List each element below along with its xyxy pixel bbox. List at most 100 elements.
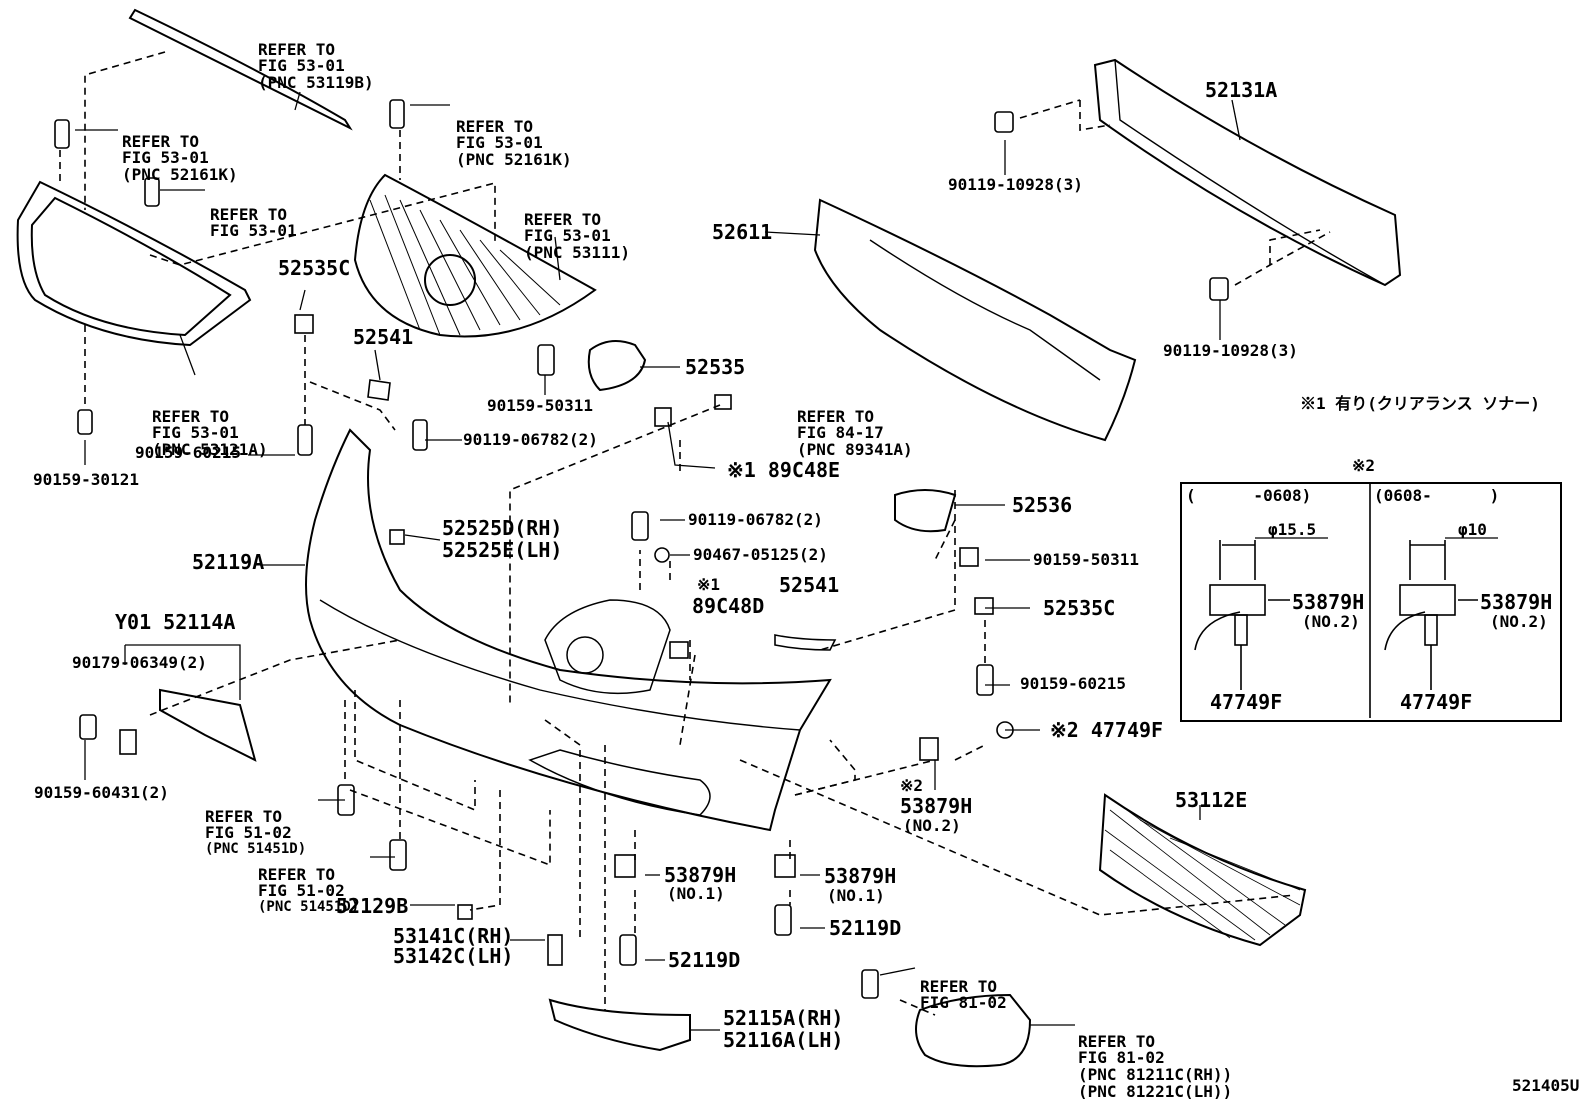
grommet-47749f xyxy=(996,721,1014,739)
part-53141C: 53141C(RH) xyxy=(393,924,514,948)
part-52119D-a: 52119D xyxy=(668,948,741,972)
part-90159-50311-left: 90159-50311 xyxy=(487,396,593,415)
dashed-leader xyxy=(1269,229,1321,265)
note-clearance-sonar: ※1 有り(クリアランス ソナー) xyxy=(1300,394,1540,413)
bolt-90119-10928-bot xyxy=(1209,277,1229,301)
dashed-leader xyxy=(794,739,856,796)
clip-52161k-mid xyxy=(389,99,405,129)
bolt-51451d-a xyxy=(337,784,355,816)
dashed-leader xyxy=(899,999,936,1016)
molding-strip-part xyxy=(128,8,353,131)
dashed-leader xyxy=(739,759,1296,916)
retainer-52114A-part xyxy=(159,688,257,762)
bolt-90119-10928-top xyxy=(994,111,1014,133)
dashed-leader xyxy=(1019,99,1081,119)
part-53879H-no1-b: 53879H xyxy=(824,864,897,888)
bolt-90159-30121 xyxy=(77,409,93,435)
inset-right-header: (0608- ) xyxy=(1374,486,1500,505)
part-52119A: 52119A xyxy=(192,550,265,574)
part-53142C: 53142C(LH) xyxy=(393,944,514,968)
inset-title: ※2 xyxy=(1352,456,1376,475)
sensor-53879h-no1-b xyxy=(774,854,796,878)
sensor-53879h-no2 xyxy=(919,737,939,761)
dashed-leader xyxy=(149,181,496,266)
lower-support-part xyxy=(548,998,691,1052)
lower-grille-part xyxy=(1098,793,1307,947)
dashed-leader xyxy=(1079,100,1111,131)
inset-right-53879H: 53879H xyxy=(1480,590,1553,614)
bolt-90159-60431 xyxy=(79,714,97,740)
part-47749F: ※2 47749F xyxy=(1050,718,1164,742)
dashed-leader xyxy=(309,381,396,431)
part-90119-06782-b: 90119-06782(2) xyxy=(688,510,823,529)
clip-52129b xyxy=(457,904,473,920)
inset-left-diameter: φ15.5 xyxy=(1268,520,1317,539)
reinforcement-part xyxy=(1093,58,1402,287)
sensor-53879h-no1-a xyxy=(614,854,636,878)
grille-frame-inner xyxy=(30,196,232,337)
part-53112E: 53112E xyxy=(1175,788,1248,812)
bolt-90159-60215-right xyxy=(976,664,994,696)
sensor-89c48d xyxy=(669,641,689,659)
part-90159-60215-left: 90159-60215 xyxy=(135,443,241,462)
bolt-90119-06782-a xyxy=(412,419,428,451)
clip-5301 xyxy=(144,177,160,207)
inset-box xyxy=(1180,482,1562,722)
part-90119-06782-a: 90119-06782(2) xyxy=(463,430,598,449)
inset-left-47749F: 47749F xyxy=(1210,690,1283,714)
part-52119D-b: 52119D xyxy=(829,916,902,940)
part-90179-06349: 90179-06349(2) xyxy=(72,653,207,672)
inset-right-47749F: 47749F xyxy=(1400,690,1473,714)
grille-frame-part xyxy=(16,180,252,347)
dashed-leader xyxy=(1234,231,1331,286)
part-52131A: 52131A xyxy=(1205,78,1278,102)
part-53879H-no1-a-sub: (NO.1) xyxy=(667,884,725,903)
bolt-90159-50311-right xyxy=(959,547,979,567)
nut-90179-06349 xyxy=(119,729,137,755)
dashed-leader xyxy=(794,759,936,796)
bolt-52119d-a xyxy=(619,934,637,966)
bumper-cover-part xyxy=(305,428,832,832)
bolt-90159-60215-left xyxy=(297,424,313,456)
bolt-81-02 xyxy=(861,969,879,999)
inset-right-diameter: φ10 xyxy=(1458,520,1487,539)
bolt-52119d-b xyxy=(774,904,792,936)
part-Y01-52114A: Y01 52114A xyxy=(115,610,236,634)
inset-left-no2: (NO.2) xyxy=(1302,612,1360,631)
figure-id: 521405U xyxy=(1512,1076,1580,1095)
inset-left-53879H: 53879H xyxy=(1292,590,1365,614)
absorber-part xyxy=(813,198,1137,442)
part-90119-10928-top: 90119-10928(3) xyxy=(948,175,1083,194)
center-grille-part xyxy=(353,173,597,338)
part-53879H-no1-a: 53879H xyxy=(664,863,737,887)
note-89C48D: ※1 xyxy=(697,575,721,594)
dashed-leader xyxy=(679,654,696,746)
dashed-leader xyxy=(544,719,581,940)
sensor-bracket xyxy=(714,394,732,410)
dashed-leader xyxy=(149,639,401,716)
nut-52535c-right xyxy=(974,597,994,615)
part-53879H-no1-b-sub: (NO.1) xyxy=(827,886,885,905)
part-52536: 52536 xyxy=(1012,493,1073,517)
part-52129B: 52129B xyxy=(336,894,409,918)
part-90159-30121: 90159-30121 xyxy=(33,470,139,489)
fastener-group xyxy=(54,99,1229,999)
part-52115A: 52115A(RH) xyxy=(723,1006,844,1030)
spacer-53141c xyxy=(547,934,563,966)
inset-left-header: ( -0608) xyxy=(1186,486,1312,505)
bolt-90119-06782-b xyxy=(631,511,649,541)
part-52535C-right: 52535C xyxy=(1043,596,1116,620)
strip-52541-right xyxy=(774,634,837,651)
part-52535C-left: 52535C xyxy=(278,256,351,280)
